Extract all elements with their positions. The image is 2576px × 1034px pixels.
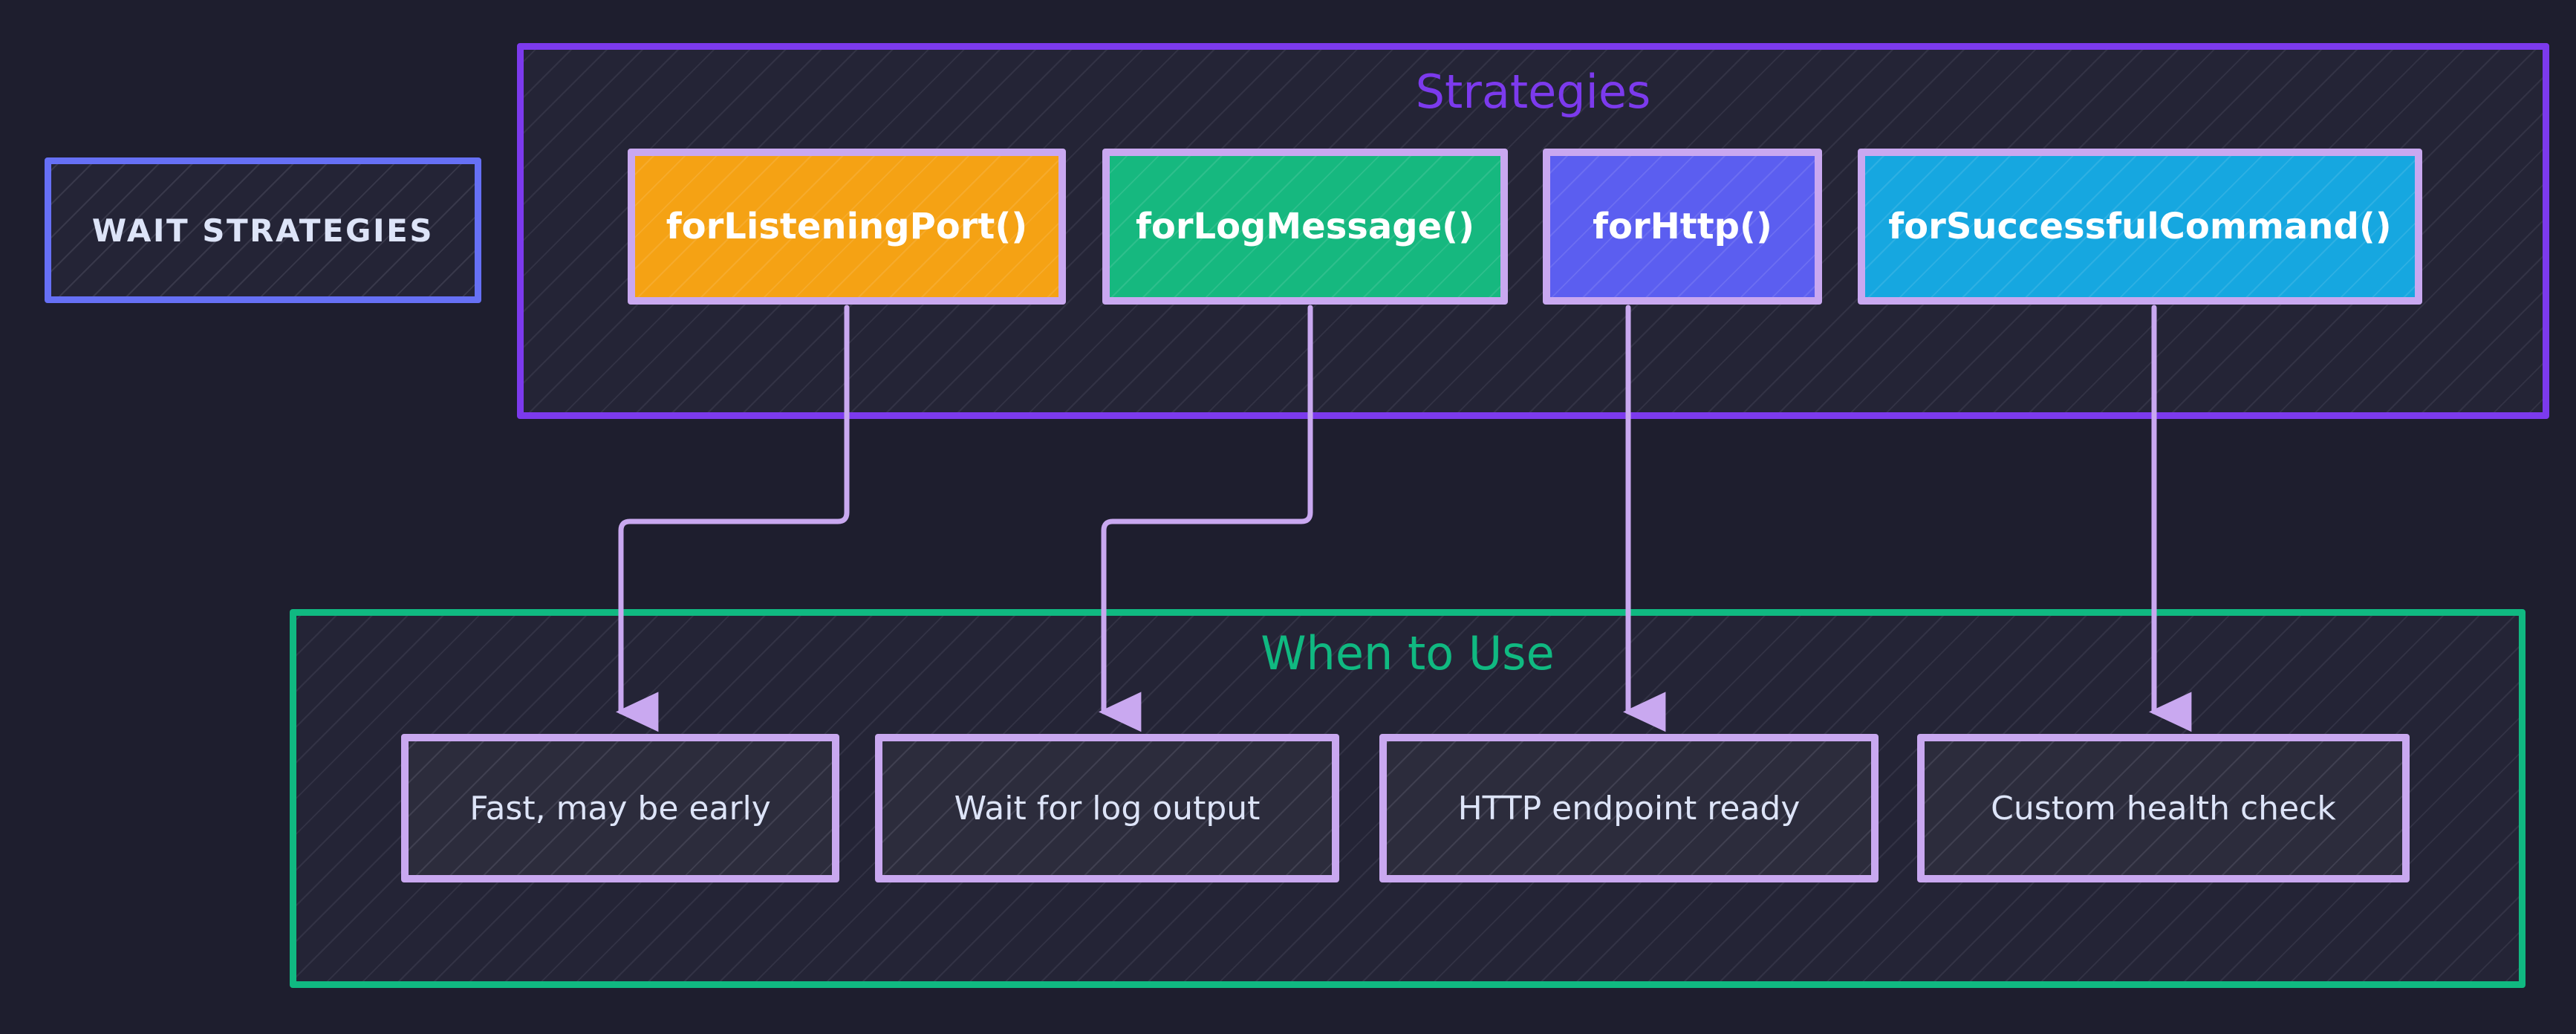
outcome-label: Custom health check xyxy=(1991,789,2336,827)
strategies-group-title: Strategies xyxy=(1415,65,1651,119)
outcome-node-wait-for-log-output[interactable]: Wait for log output xyxy=(875,734,1339,882)
strategy-node-for-successful-command[interactable]: forSuccessfulCommand() xyxy=(1858,149,2422,305)
outcome-label: HTTP endpoint ready xyxy=(1457,789,1801,827)
strategy-node-for-http[interactable]: forHttp() xyxy=(1543,149,1822,305)
strategy-label: forLogMessage() xyxy=(1135,206,1475,247)
strategy-node-for-log-message[interactable]: forLogMessage() xyxy=(1102,149,1508,305)
wait-strategies-node[interactable]: WAIT STRATEGIES xyxy=(45,157,481,303)
outcome-node-fast-may-be-early[interactable]: Fast, may be early xyxy=(401,734,839,882)
wait-strategies-label: WAIT STRATEGIES xyxy=(91,212,435,249)
outcome-label: Wait for log output xyxy=(954,789,1261,827)
strategy-label: forListeningPort() xyxy=(666,206,1028,247)
outcome-node-http-endpoint-ready[interactable]: HTTP endpoint ready xyxy=(1379,734,1879,882)
outcome-label: Fast, may be early xyxy=(469,789,771,827)
outcome-node-custom-health-check[interactable]: Custom health check xyxy=(1917,734,2410,882)
strategy-node-for-listening-port[interactable]: forListeningPort() xyxy=(628,149,1066,305)
strategy-label: forHttp() xyxy=(1593,206,1772,247)
strategy-label: forSuccessfulCommand() xyxy=(1888,206,2392,247)
when-to-use-group-title: When to Use xyxy=(1261,626,1555,680)
